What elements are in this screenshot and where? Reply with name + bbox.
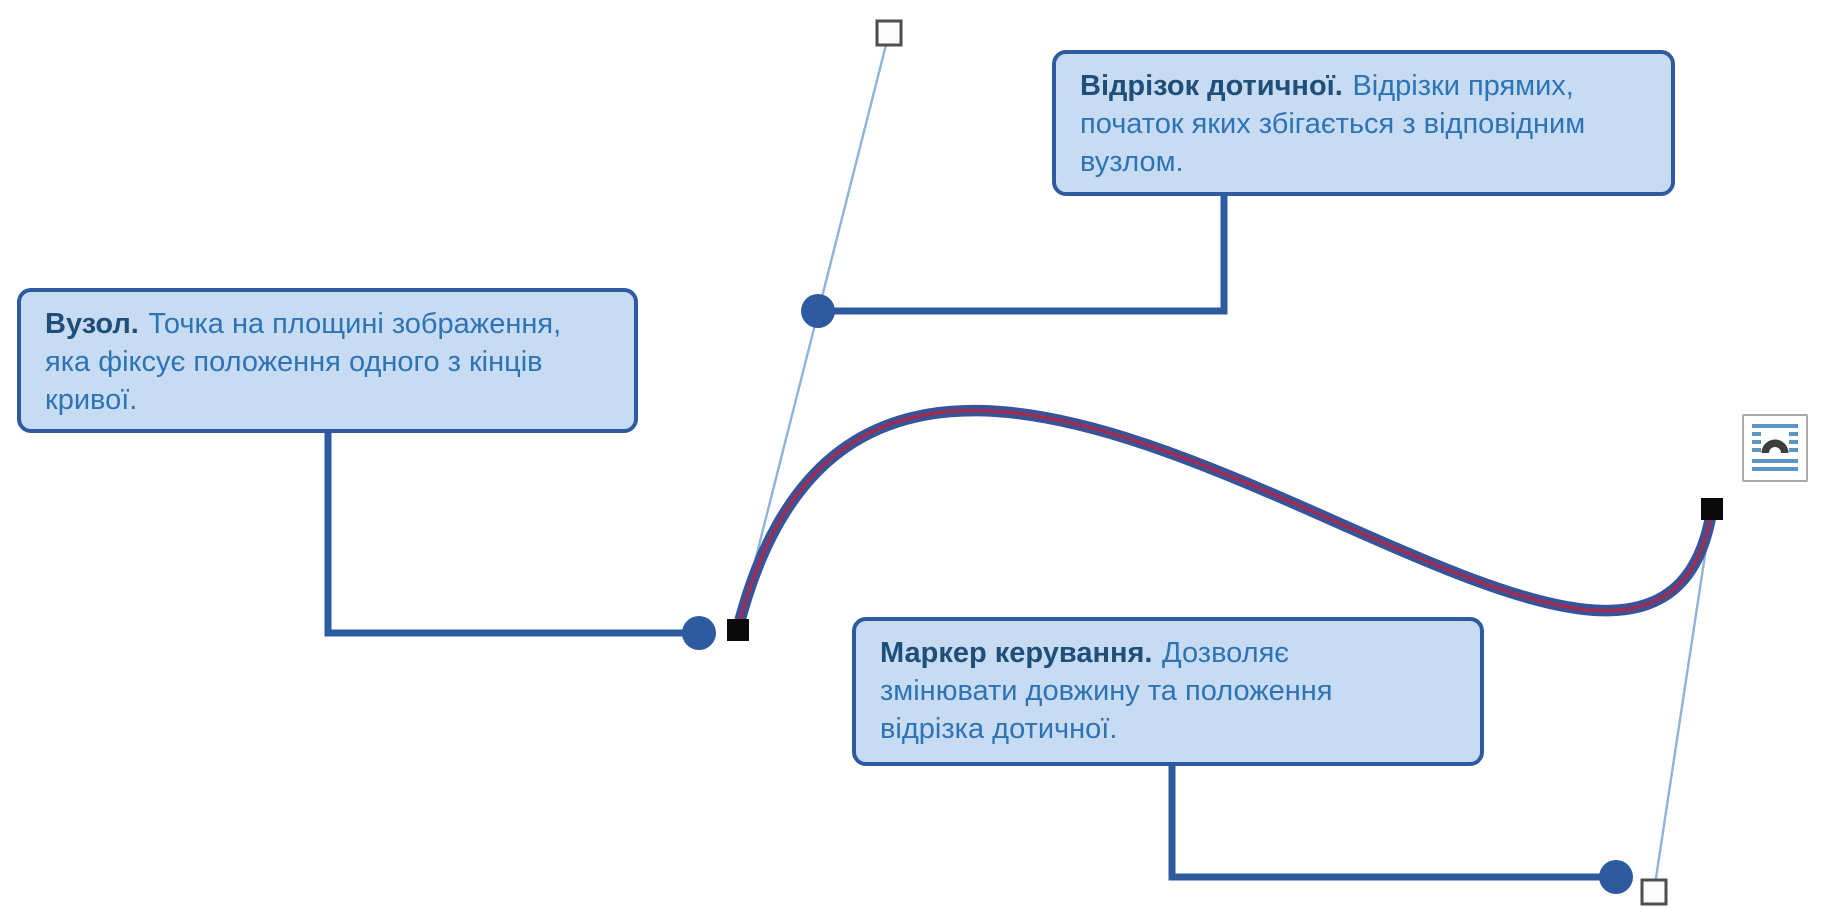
layout-options-button[interactable] (1742, 414, 1808, 482)
callout-control-body: Дозволяє змінювати довжину та положення … (880, 637, 1333, 745)
callout-tangent-body: Відрізки прямих, початок яких збігається… (1080, 70, 1586, 178)
callout-node-body: Точка на площині зображення, яка фіксує … (45, 308, 562, 416)
bezier-curve-path-line (736, 408, 1714, 630)
callout-control-marker: Маркер керування.Дозволяє змінювати довж… (852, 617, 1484, 766)
tangent-segment-line-start (736, 32, 891, 629)
curve-node-start[interactable] (727, 619, 749, 641)
callout-node-title: Вузол. (45, 308, 139, 340)
bezier-curve[interactable] (732, 404, 1718, 634)
connector-dot-tangent (801, 294, 835, 328)
callout-control-text: Маркер керування.Дозволяє змінювати довж… (880, 634, 1385, 748)
curve-node-end[interactable] (1701, 498, 1723, 520)
connector-dot-node (682, 616, 716, 650)
callout-tangent-title: Відрізок дотичної. (1080, 70, 1343, 102)
callout-tangent-segment: Відрізок дотичної.Відрізки прямих, почат… (1052, 50, 1675, 196)
tangent-segment-line-end (1652, 508, 1714, 892)
connector-dot-control-marker (1599, 860, 1633, 894)
control-handle-end[interactable] (1640, 878, 1668, 906)
callout-connector-control-marker (1168, 764, 1614, 881)
callout-connector-tangent (820, 194, 1228, 315)
callout-tangent-text: Відрізок дотичної.Відрізки прямих, почат… (1080, 70, 1585, 178)
layout-options-icon (1752, 424, 1798, 471)
control-handle-start[interactable] (875, 19, 903, 47)
callout-control-title: Маркер керування. (880, 637, 1153, 669)
callout-connector-node (324, 431, 699, 637)
callout-node-text: Вузол.Точка на площині зображення, яка ф… (45, 308, 561, 416)
callout-node: Вузол.Точка на площині зображення, яка ф… (17, 288, 638, 433)
